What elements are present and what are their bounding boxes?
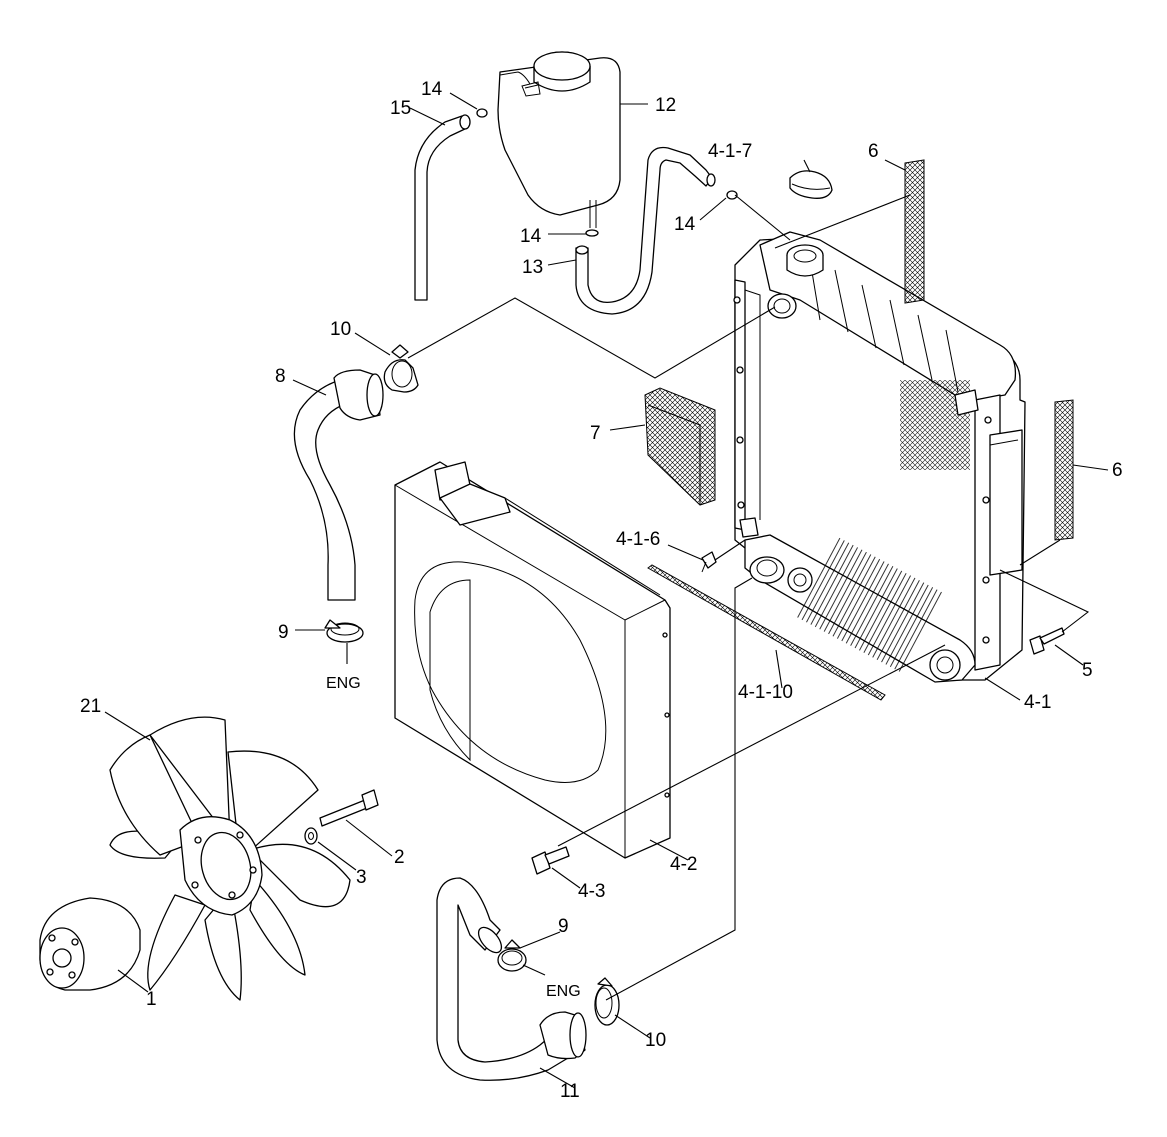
engine-label-upper: ENG <box>326 675 361 692</box>
mounting-bolt <box>1029 627 1065 655</box>
callout-12: 12 <box>655 95 676 116</box>
callout-9-upper: 9 <box>278 622 289 643</box>
rubber-seal-strip <box>647 564 886 701</box>
callout-9-lower: 9 <box>558 916 569 937</box>
assembly-line-tank <box>734 194 791 241</box>
o-ring-right <box>726 190 738 200</box>
engine-label-lower: ENG <box>546 983 581 1000</box>
shroud-bolt <box>531 846 570 875</box>
radiator-cap <box>789 170 833 199</box>
callout-1: 1 <box>146 989 157 1010</box>
callout-11: 11 <box>560 1081 580 1102</box>
callout-4-3: 4-3 <box>578 881 605 902</box>
callout-7: 7 <box>590 423 601 444</box>
callout-labels: 1 2 3 4-1 4-1-6 4-1-7 4-1-10 4-2 4-3 5 6… <box>80 79 1123 1102</box>
callout-4-2: 4-2 <box>670 854 697 875</box>
fan-washer <box>304 827 318 845</box>
callout-4-1-10: 4-1-10 <box>738 682 793 703</box>
assembly-line-strip-top <box>774 194 911 249</box>
lower-radiator-hose <box>436 877 587 1081</box>
callout-4-1-6: 4-1-6 <box>616 529 660 550</box>
bracket-bolt <box>701 551 717 573</box>
assembly-line-strip-right <box>1019 539 1061 566</box>
reservoir-hose <box>575 146 716 315</box>
callout-4-1: 4-1 <box>1024 692 1051 713</box>
assembly-line-lower-hose <box>605 577 753 1001</box>
overflow-hose <box>414 114 471 301</box>
callout-21: 21 <box>80 696 101 717</box>
o-ring-mid <box>585 229 599 237</box>
fan-spacer <box>39 897 141 991</box>
callout-6-top: 6 <box>868 141 879 162</box>
radiator-assembly <box>733 231 1026 683</box>
assembly-line-upper-hose <box>407 297 776 379</box>
callout-10-lower: 10 <box>645 1030 666 1051</box>
baffle-seal-pad <box>644 387 716 506</box>
callout-14-right: 14 <box>674 214 696 235</box>
assembly-line-bolt <box>557 644 946 847</box>
side-seal-strip-top <box>904 159 925 304</box>
hose-clamp-upper <box>383 344 419 393</box>
callout-5: 5 <box>1082 660 1093 681</box>
side-seal-strip-right <box>1054 399 1074 541</box>
callout-8: 8 <box>275 366 286 387</box>
hose-clamp-lower <box>594 977 620 1026</box>
fan-shroud <box>394 461 671 859</box>
o-ring-top <box>476 108 488 118</box>
hose-clamp-engine-upper <box>324 619 364 643</box>
callout-2: 2 <box>394 847 405 868</box>
hose-clamp-engine-lower <box>497 939 527 972</box>
callout-14-top: 14 <box>421 79 443 100</box>
callout-3: 3 <box>356 867 367 888</box>
assembly-line-4-1-6 <box>714 539 746 561</box>
callout-13: 13 <box>522 257 543 278</box>
fan-bolt <box>319 789 379 827</box>
upper-radiator-hose <box>293 369 384 601</box>
cooling-fan <box>109 716 351 1001</box>
callout-6-right: 6 <box>1112 460 1123 481</box>
leader-lines <box>104 84 1109 1089</box>
callout-14-mid: 14 <box>520 226 542 247</box>
coolant-reservoir-tank <box>497 51 621 228</box>
callout-15: 15 <box>390 98 411 119</box>
callout-4-1-7: 4-1-7 <box>708 141 752 162</box>
callout-10-upper: 10 <box>330 319 351 340</box>
assembly-line-bolt5 <box>999 569 1090 633</box>
